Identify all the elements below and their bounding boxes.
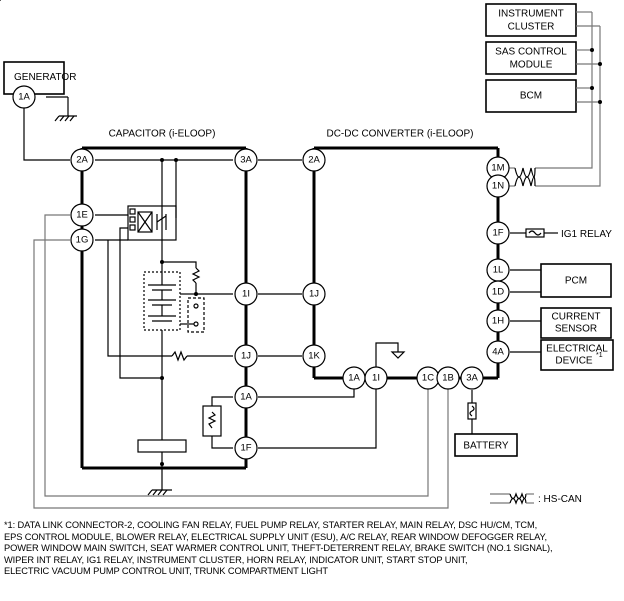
svg-text:3A: 3A <box>240 155 252 166</box>
footnote-line: ELECTRIC VACUUM PUMP CONTROL UNIT, TRUNK… <box>4 566 328 577</box>
pin-dc-1K: 1K <box>302 344 326 368</box>
footnote-line: POWER WINDOW MAIN SWITCH, SEAT WARMER CO… <box>4 543 553 554</box>
pin-cap-2A: 2A <box>70 148 94 172</box>
pin-cap-1I: 1I <box>234 282 258 306</box>
pin-dc-bottom-1A: 1A <box>342 366 366 390</box>
pin-cap-1J: 1J <box>234 344 258 368</box>
pin-dc-bottom-1C: 1C <box>416 366 440 390</box>
svg-text:1M: 1M <box>491 163 504 174</box>
svg-text:1L: 1L <box>493 265 504 276</box>
sas-control-module-block: SAS CONTROL MODULE <box>485 41 577 75</box>
pin-cap-1E: 1E <box>70 203 94 227</box>
instrument-cluster-label-1: INSTRUMENT <box>498 9 564 20</box>
ig1-relay-label: IG1 RELAY <box>561 229 612 240</box>
pin-dc-1F: 1F <box>486 221 510 245</box>
pin-dc-1M: 1M <box>486 156 510 180</box>
electrical-device-label-1: ELECTRICAL <box>546 344 608 355</box>
electrical-device-footnote-mark: *1 <box>596 352 603 359</box>
pin-dc-1H: 1H <box>486 309 510 333</box>
sas-label-2: MODULE <box>510 60 553 71</box>
battery-fuse-icon <box>467 402 477 420</box>
pin-dc-bottom-1B: 1B <box>436 366 460 390</box>
relay-module <box>127 205 177 241</box>
instrument-cluster-label-2: CLUSTER <box>508 22 555 33</box>
pin-dc-4A: 4A <box>486 340 510 364</box>
svg-text:1C: 1C <box>422 373 434 384</box>
svg-text:2A: 2A <box>76 155 88 166</box>
pin-dc-bottom-1I: 1I <box>364 366 388 390</box>
pin-cap-1F: 1F <box>234 436 258 460</box>
footnote-line: WIPER INT RELAY, IG1 RELAY, INSTRUMENT C… <box>4 554 468 565</box>
sas-label-1: SAS CONTROL <box>495 47 567 58</box>
pin-dc-2A: 2A <box>302 148 326 172</box>
current-sensor-label-1: CURRENT <box>552 312 601 323</box>
svg-text:1B: 1B <box>442 373 454 384</box>
electrical-device-label-2: DEVICE <box>555 356 593 367</box>
svg-text:1I: 1I <box>242 289 250 300</box>
pin-dc-1D: 1D <box>486 280 510 304</box>
current-sensor-label-2: SENSOR <box>555 324 597 335</box>
svg-text:1I: 1I <box>372 373 380 384</box>
svg-text:1F: 1F <box>492 228 503 239</box>
capacitor-label: CAPACITOR (i-ELOOP) <box>109 129 216 140</box>
bcm-block: BCM <box>485 79 577 113</box>
svg-text:1N: 1N <box>492 181 504 192</box>
pin-cap-3A: 3A <box>234 148 258 172</box>
pin-cap-1A: 1A <box>234 385 258 409</box>
current-sensor-block: CURRENT SENSOR <box>540 307 612 339</box>
svg-text:1D: 1D <box>492 287 504 298</box>
generator-label: GENERATOR <box>14 72 76 83</box>
electrical-device-block: ELECTRICAL DEVICE *1 <box>540 339 614 371</box>
footnote-line: EPS CONTROL MODULE, BLOWER RELAY, ELECTR… <box>4 531 547 542</box>
pin-dc-1L: 1L <box>486 258 510 282</box>
svg-text:1E: 1E <box>76 210 88 221</box>
svg-text:1H: 1H <box>492 316 504 327</box>
pin-dc-bottom-3A: 3A <box>460 366 484 390</box>
fuse-icon <box>525 228 545 238</box>
pcm-label: PCM <box>565 276 587 287</box>
svg-text:1A: 1A <box>240 392 252 403</box>
capacitor-cells <box>143 271 181 331</box>
pin-cap-1G: 1G <box>70 228 94 252</box>
pcm-block: PCM <box>540 263 612 298</box>
hs-can-legend: : HS-CAN <box>490 492 582 505</box>
capacitor-ground-symbol <box>147 489 172 496</box>
pin-dc-1N: 1N <box>486 174 510 198</box>
svg-text:4A: 4A <box>492 347 504 358</box>
svg-text:1G: 1G <box>76 235 89 246</box>
svg-text:1K: 1K <box>308 351 320 362</box>
svg-text:1F: 1F <box>240 443 251 454</box>
bcm-label: BCM <box>520 91 542 102</box>
pin-gen-1A: 1A <box>12 85 36 109</box>
svg-text:1J: 1J <box>241 351 251 362</box>
svg-text:3A: 3A <box>466 373 478 384</box>
capacitor-block: CAPACITOR (i-ELOOP) <box>80 129 248 470</box>
svg-text:1A: 1A <box>348 373 360 384</box>
footnote-line: *1: DATA LINK CONNECTOR-2, COOLING FAN R… <box>4 520 538 530</box>
hs-can-legend-label: : HS-CAN <box>538 494 582 505</box>
generator-block: GENERATOR <box>3 61 76 95</box>
instrument-cluster-block: INSTRUMENT CLUSTER <box>485 3 577 37</box>
svg-text:1A: 1A <box>18 92 30 103</box>
dcdc-converter-block: DC-DC CONVERTER (i-ELOOP) <box>312 129 500 380</box>
generator-ground-symbol <box>54 115 77 122</box>
svg-text:2A: 2A <box>308 155 320 166</box>
battery-block: BATTERY <box>454 433 518 457</box>
svg-text:1J: 1J <box>309 289 319 300</box>
dcdc-label: DC-DC CONVERTER (i-ELOOP) <box>326 129 473 140</box>
battery-label: BATTERY <box>463 441 509 452</box>
pin-dc-1J: 1J <box>302 282 326 306</box>
footnote: *1: DATA LINK CONNECTOR-2, COOLING FAN R… <box>4 520 622 578</box>
